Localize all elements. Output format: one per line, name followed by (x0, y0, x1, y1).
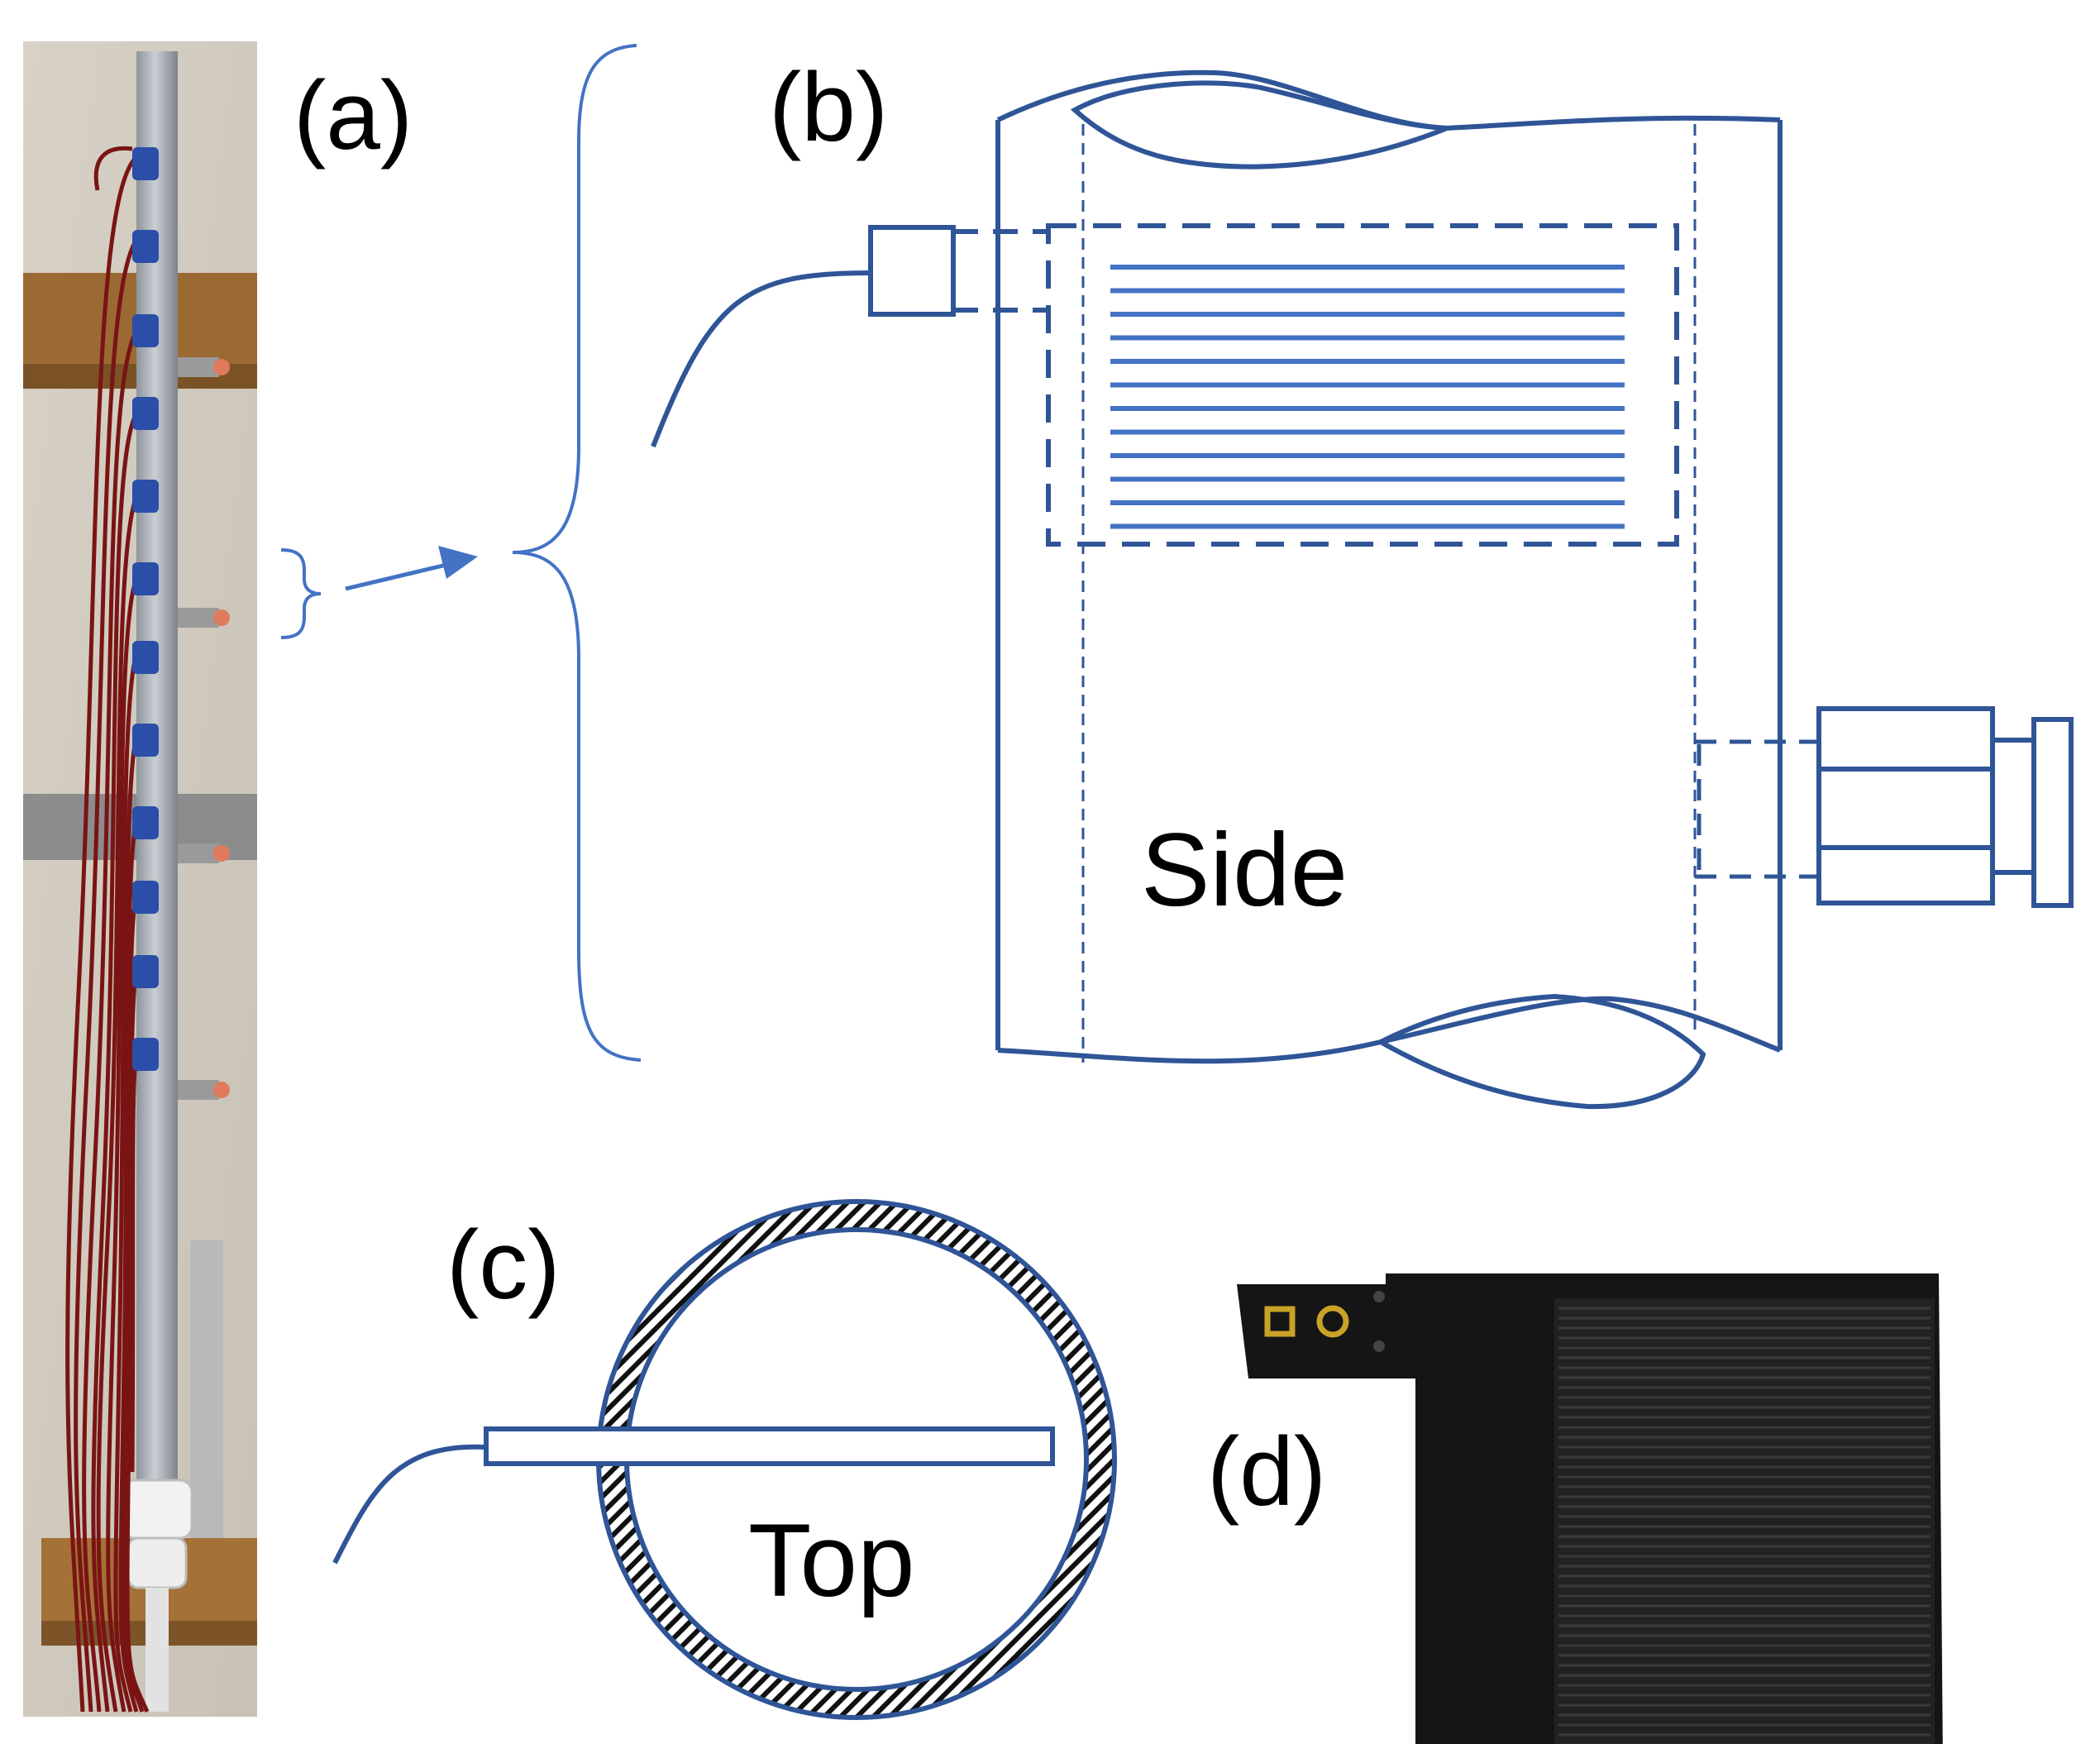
panel-label-b: (b) (769, 53, 888, 162)
electrode-area (1554, 1298, 1935, 1744)
sensor-cable-top (332, 1444, 487, 1565)
pressure-ports (178, 357, 230, 1100)
fitting-neck (1990, 738, 2036, 875)
sensor-electrode-lines (1110, 265, 1625, 529)
column-tube (136, 51, 178, 1490)
panel-label-d: (d) (1207, 1417, 1326, 1527)
panel-label-c: (c) (446, 1211, 561, 1320)
small-brace (280, 548, 322, 639)
large-brace (512, 44, 642, 1062)
bottom-union-fitting (121, 1479, 193, 1540)
bottom-stem (146, 1588, 169, 1712)
contact-pad-square (1264, 1306, 1296, 1337)
mount-hole-upper (1373, 1291, 1385, 1302)
panel-label-a: (a) (294, 61, 413, 170)
sensor-cable-side (651, 270, 871, 448)
blue-fittings (132, 147, 159, 1071)
top-view-diagram (332, 1199, 1117, 1720)
sensor-wires (65, 146, 150, 1713)
sensor-embedded-outline (1046, 223, 1679, 547)
pipe-top-break-inner (1070, 80, 1449, 170)
pipe-bottom-break-inner (1375, 993, 1706, 1110)
pipe-bottom-break (997, 996, 1782, 1064)
pipe-top-break (996, 69, 1781, 131)
view-label-top: Top (748, 1503, 915, 1618)
view-label-side: Side (1141, 813, 1348, 928)
sensor-connector-block (868, 225, 956, 317)
sensor-plate-top (484, 1426, 1055, 1466)
photo-column-panel (23, 41, 257, 1717)
mount-hole-lower (1373, 1340, 1385, 1352)
side-view-diagram (651, 69, 2074, 1110)
sensor-photo-panel (1237, 1273, 1943, 1744)
fitting-cap (2031, 717, 2074, 908)
electrode-grooves (1558, 1307, 1931, 1744)
contact-pad-round (1316, 1305, 1349, 1338)
pointer-arrow-head (438, 546, 478, 579)
fitting-body (1816, 706, 1995, 905)
bottom-union-fitting-lower (126, 1536, 188, 1589)
pointer-arrow-line (345, 562, 447, 591)
